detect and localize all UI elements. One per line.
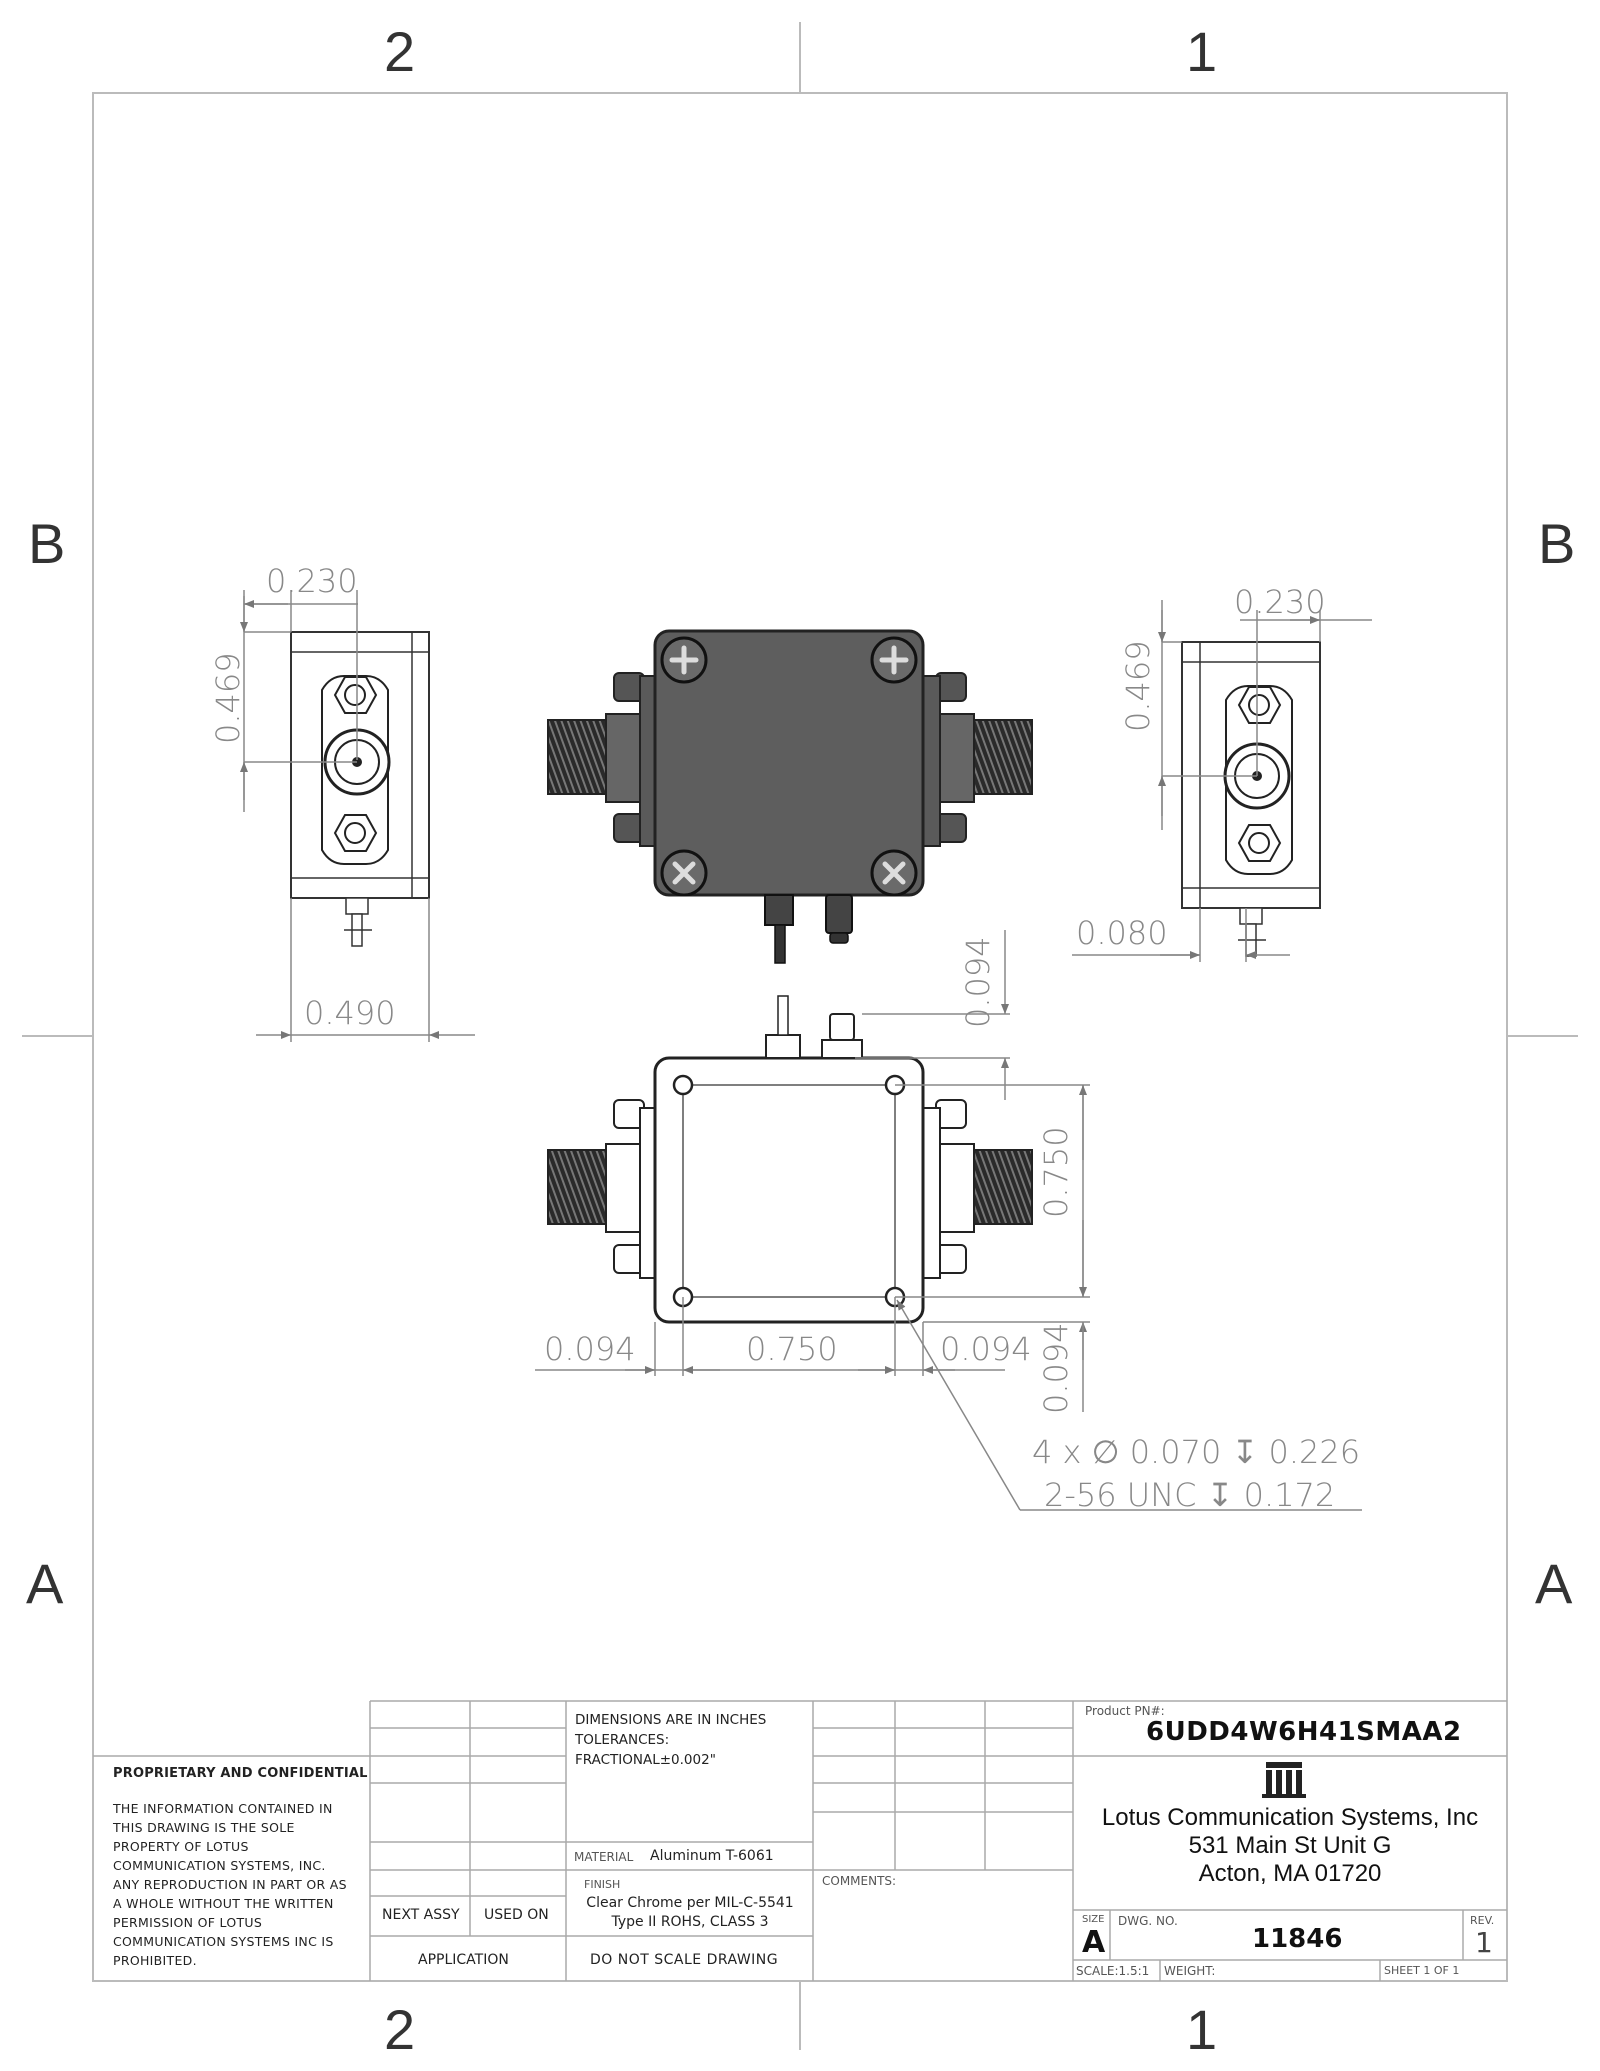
rev-value: 1	[1475, 1926, 1493, 1959]
dim-bottom-edge-v: 0.094	[1037, 1322, 1075, 1414]
material-label: MATERIAL	[574, 1850, 634, 1864]
product-pn-label: Product PN#:	[1085, 1704, 1165, 1718]
front-view	[547, 629, 1033, 964]
proprietary-line: PROPERTY OF LOTUS	[113, 1839, 249, 1854]
right-side-view	[1181, 641, 1321, 957]
proprietary-line: ANY REPRODUCTION IN PART OR AS	[113, 1877, 347, 1892]
zone-left-a: A	[26, 1552, 64, 1615]
dwg-no: 11846	[1252, 1924, 1343, 1954]
title-block-lines	[93, 1700, 1507, 1981]
proprietary-line: PROHIBITED.	[113, 1953, 197, 1968]
finish-value-line: Type II ROHS, CLASS 3	[611, 1914, 769, 1930]
dim-bottom-hole-spacing-v: 0.750	[1037, 1126, 1075, 1218]
product-pn: 6UDD4W6H41SMAA2	[1146, 1717, 1462, 1747]
zone-top-2: 2	[384, 20, 416, 83]
dimensions-note-line: DIMENSIONS ARE IN INCHES	[575, 1712, 767, 1728]
proprietary-line: THE INFORMATION CONTAINED IN	[113, 1801, 333, 1816]
dim-bottom-pin-height: 0.094	[959, 936, 997, 1028]
dim-left-height-offset: 0.469	[209, 652, 247, 744]
proprietary-line: COMMUNICATION SYSTEMS INC IS	[113, 1934, 334, 1949]
do-not-scale-note: DO NOT SCALE DRAWING	[590, 1952, 779, 1968]
proprietary-line: THIS DRAWING IS THE SOLE	[113, 1820, 295, 1835]
dim-right-pin-offset: 0.080	[1076, 914, 1168, 952]
size-value: A	[1082, 1925, 1106, 1960]
sheet-text: SHEET 1 OF 1	[1384, 1964, 1460, 1977]
left-side-view	[290, 631, 430, 947]
rev-label: REV.	[1470, 1914, 1495, 1927]
dim-bottom-hole-spacing-h: 0.750	[746, 1330, 838, 1368]
hole-note-line1: 4 x ∅ 0.070 ↧ 0.226	[1032, 1433, 1361, 1471]
hole-note-line2: 2-56 UNC ↧ 0.172	[1044, 1476, 1336, 1514]
proprietary-text: THE INFORMATION CONTAINED IN THIS DRAWIN…	[113, 1799, 368, 1970]
zone-left-b: B	[28, 512, 66, 575]
dim-right-width-offset: 0.230	[1234, 583, 1326, 621]
proprietary-line: A WHOLE WITHOUT THE WRITTEN	[113, 1896, 334, 1911]
dimensions-note-line: TOLERANCES:	[575, 1732, 670, 1748]
comments-label: COMMENTS:	[822, 1874, 897, 1888]
finish-value-line: Clear Chrome per MIL-C-5541	[586, 1895, 794, 1911]
dim-bottom-edge-right: 0.094	[940, 1330, 1032, 1368]
dim-right-height-offset: 0.469	[1119, 640, 1157, 732]
company-address: Lotus Communication Systems, Inc 531 Mai…	[1073, 1804, 1507, 1888]
company-logo	[1262, 1762, 1306, 1798]
zone-bottom-1: 1	[1186, 1998, 1218, 2061]
dimension-lines	[240, 590, 1372, 1511]
next-assy-label: NEXT ASSY	[382, 1907, 460, 1923]
used-on-label: USED ON	[484, 1907, 549, 1923]
zone-right-b: B	[1538, 512, 1576, 575]
company-name: Lotus Communication Systems, Inc	[1101, 1804, 1479, 1831]
dim-left-width-offset: 0.230	[266, 562, 358, 600]
application-label: APPLICATION	[418, 1952, 509, 1968]
proprietary-line: PERMISSION OF LOTUS	[113, 1915, 263, 1930]
zone-top-1: 1	[1186, 20, 1218, 83]
company-city: Acton, MA 01720	[1198, 1860, 1382, 1887]
proprietary-line: COMMUNICATION SYSTEMS, INC.	[113, 1858, 326, 1873]
zone-right-a: A	[1535, 1552, 1573, 1615]
bottom-view	[547, 995, 1033, 1324]
zone-bottom-2: 2	[384, 1998, 416, 2061]
dimensions-note-line: FRACTIONAL±0.002"	[575, 1752, 716, 1768]
company-street: 531 Main St Unit G	[1188, 1832, 1392, 1859]
finish-label: FINISH	[584, 1878, 621, 1891]
finish-value: Clear Chrome per MIL-C-5541 Type II ROHS…	[570, 1894, 810, 1932]
sheet-border	[22, 22, 1578, 2050]
dim-bottom-edge-left: 0.094	[544, 1330, 636, 1368]
weight-text: WEIGHT:	[1164, 1964, 1216, 1978]
material-value: Aluminum T-6061	[650, 1848, 774, 1864]
dimensions-note: DIMENSIONS ARE IN INCHES TOLERANCES: FRA…	[575, 1710, 766, 1770]
dwg-no-label: DWG. NO.	[1118, 1914, 1178, 1928]
dim-left-overall-width: 0.490	[304, 994, 396, 1032]
proprietary-heading: PROPRIETARY AND CONFIDENTIAL	[113, 1766, 368, 1781]
size-label: SIZE	[1082, 1914, 1105, 1925]
scale-text: SCALE:1.5:1	[1076, 1964, 1150, 1978]
